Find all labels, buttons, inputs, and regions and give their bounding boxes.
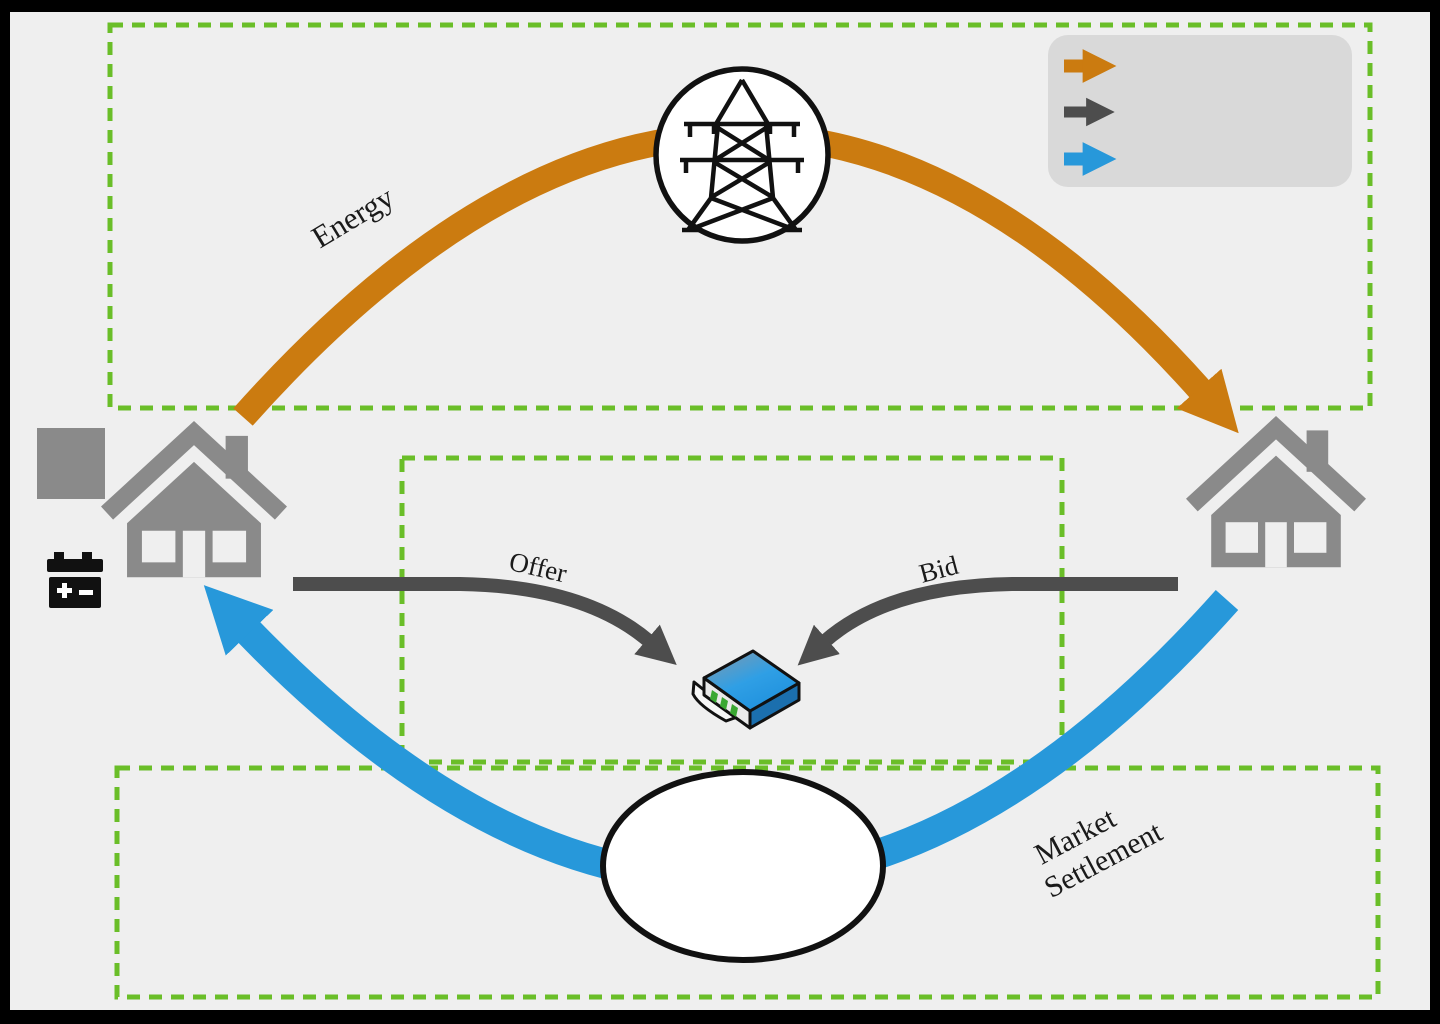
panel-square-icon xyxy=(37,428,105,499)
settlement-layer-box xyxy=(114,765,1381,1000)
offer-arrow xyxy=(293,577,677,666)
left-house-window xyxy=(212,530,247,563)
settlement-ellipse-node xyxy=(600,769,886,963)
bid-arrow xyxy=(797,577,1178,666)
communication-layer-box xyxy=(399,455,1065,765)
market-settlement-label: Market Settlement xyxy=(1023,785,1168,905)
diagram-canvas: Energy Offer Bid Market Settlement xyxy=(10,12,1430,1010)
right-house-window xyxy=(1225,522,1258,553)
right-house-roof xyxy=(1186,416,1366,512)
left-house-roof xyxy=(101,421,287,520)
router-icon xyxy=(691,649,801,730)
router-top-face xyxy=(702,649,801,713)
right-house-window xyxy=(1294,522,1327,553)
router-led-lights xyxy=(710,690,738,717)
left-house-icon xyxy=(101,421,287,578)
energy-layer-box xyxy=(107,22,1373,411)
transmission-tower-icon xyxy=(680,78,804,233)
left-house-window xyxy=(141,530,176,563)
legend xyxy=(1048,35,1352,187)
grid-circle xyxy=(653,66,831,244)
battery-icon xyxy=(47,552,103,608)
left-house-door xyxy=(182,530,206,578)
right-house-door xyxy=(1265,522,1287,568)
energy-label: Energy xyxy=(305,179,400,255)
legend-box xyxy=(1048,35,1352,187)
diagram-scene: Energy Offer Bid Market Settlement xyxy=(37,22,1381,1000)
right-house-icon xyxy=(1186,416,1366,568)
grid-node xyxy=(653,66,831,244)
